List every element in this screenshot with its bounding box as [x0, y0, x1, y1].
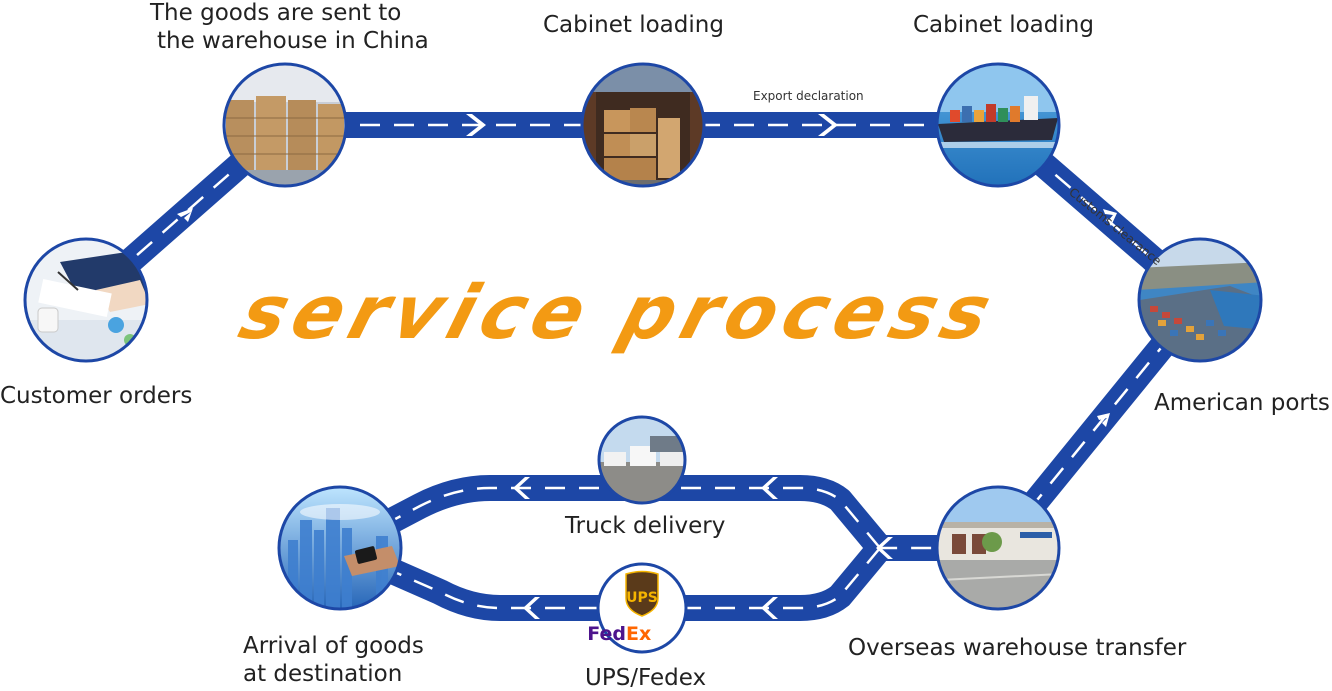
label-warehouse-line2: the warehouse in China — [157, 28, 429, 54]
label-truck-delivery: Truck delivery — [565, 513, 726, 539]
arrow-left-icon — [761, 477, 778, 499]
arrow-left-icon — [761, 597, 778, 619]
arrival-destination-photo — [277, 485, 403, 611]
china-warehouse-photo — [222, 62, 348, 188]
label-ups-fedex: UPS/Fedex — [585, 665, 707, 691]
arrow-right-icon — [466, 114, 486, 136]
arrow-left-icon — [876, 537, 893, 559]
cabinet-loading-container-photo — [580, 62, 706, 188]
arrow-down-icon — [1103, 209, 1117, 226]
arrow-up-icon — [177, 208, 193, 222]
label-arrival-line2: at destination — [243, 661, 403, 687]
annotation-export-declaration: Export declaration — [753, 89, 864, 103]
label-customer-orders: Customer orders — [0, 383, 193, 409]
ups-wordmark: UPS — [626, 590, 658, 606]
label-cabinet-loading-1: Cabinet loading — [543, 12, 724, 38]
label-warehouse-line1: The goods are sent to — [150, 0, 402, 26]
arrow-right-icon — [818, 114, 838, 136]
label-arrival-line1: Arrival of goods — [243, 633, 424, 659]
cabinet-loading-ship-photo — [935, 62, 1061, 188]
arrow-left-icon — [523, 597, 540, 619]
customer-orders-photo — [23, 237, 149, 363]
american-ports-photo — [1137, 237, 1263, 363]
fedex-fed-text: Fed — [587, 623, 626, 645]
label-cabinet-loading-2: Cabinet loading — [913, 12, 1094, 38]
ups-shield-icon — [625, 570, 659, 617]
label-overseas-warehouse-transfer: Overseas warehouse transfer — [848, 635, 1187, 661]
truck-delivery-photo — [597, 415, 687, 505]
arrow-left-icon — [513, 477, 530, 499]
label-american-ports: American ports — [1154, 390, 1330, 416]
arrow-down-icon — [1097, 413, 1110, 427]
direction-arrows — [177, 114, 1117, 619]
ups-fedex-logo: UPS Fed Ex — [587, 562, 688, 654]
fedex-ex-text: Ex — [626, 623, 651, 645]
service-process-title: service process — [230, 270, 1007, 356]
